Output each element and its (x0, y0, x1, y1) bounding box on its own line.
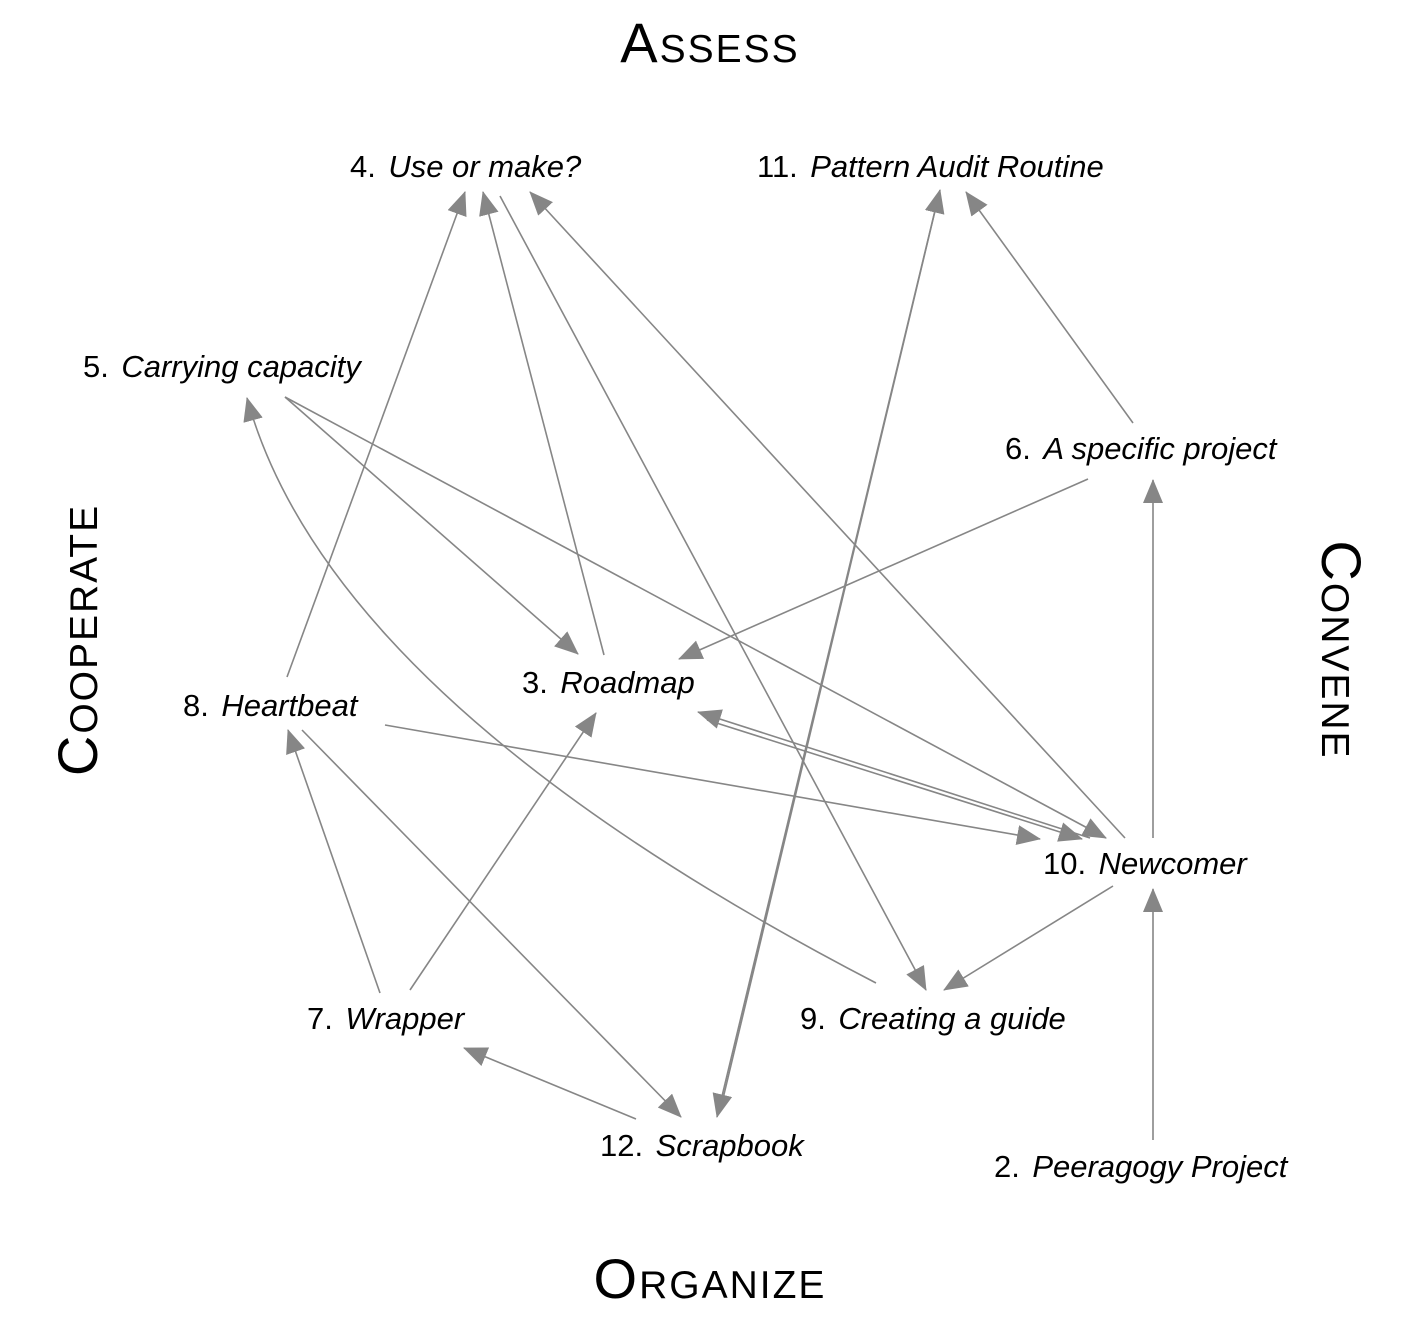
edge-arrow-n3-to-n4 (479, 191, 605, 656)
section-label-organize: Organize (594, 1247, 827, 1310)
node-use-or-make: 4. Use or make? (350, 149, 582, 184)
section-label-cooperate: Cooperate (46, 504, 109, 776)
node-newcomer: 10. Newcomer (1043, 846, 1248, 881)
node-label: Peeragogy Project (1032, 1149, 1288, 1184)
node-number: 12. (600, 1128, 643, 1163)
edge-arrow-n6-to-n11 (965, 191, 1134, 424)
node-label: Newcomer (1099, 846, 1249, 881)
node-label: Pattern Audit Routine (810, 149, 1104, 184)
edge-arrow-n7-to-n8 (286, 729, 381, 994)
node-label: Use or make? (388, 149, 582, 184)
node-number: 2. (994, 1149, 1020, 1184)
edge-arrow-n8-to-n12 (301, 729, 682, 1118)
section-label-assess: Assess (620, 11, 799, 74)
node-wrapper: 7. Wrapper (307, 1001, 466, 1036)
edge-arrow-n12-to-n7 (463, 1047, 637, 1120)
node-label: Scrapbook (656, 1128, 806, 1163)
node-label: Carrying capacity (121, 349, 363, 384)
node-number: 4. (350, 149, 376, 184)
edge-arrow-n3-to-n10 (706, 719, 1083, 842)
node-label: Creating a guide (838, 1001, 1066, 1036)
section-label-convene: Convene (1310, 540, 1373, 759)
node-number: 6. (1005, 431, 1031, 466)
edge-arrow-n9-to-n5 (243, 397, 877, 984)
node-carrying-capacity: 5. Carrying capacity (83, 349, 363, 384)
edge-arrow-n10-to-n9 (943, 885, 1114, 991)
edge-arrow-n10-to-n4 (529, 191, 1126, 839)
node-number: 3. (522, 665, 548, 700)
node-label: Heartbeat (221, 688, 359, 723)
edge-arrow-n6-to-n3 (678, 478, 1089, 660)
node-heartbeat: 8. Heartbeat (183, 688, 359, 723)
edge-arrow-n8-to-n4 (286, 191, 467, 678)
edge-arrow-n5-to-n3 (284, 396, 579, 655)
edge-arrow-n8-to-n10 (384, 724, 1041, 845)
edge-arrow-n11-to-n12 (712, 197, 939, 1118)
node-scrapbook: 12. Scrapbook (600, 1128, 805, 1163)
node-label: Roadmap (560, 665, 694, 700)
edge-arrow-n10-to-n3 (697, 709, 1091, 839)
node-peeragogy-project: 2. Peeragogy Project (994, 1149, 1289, 1184)
node-number: 11. (757, 149, 798, 184)
node-roadmap: 3. Roadmap (522, 665, 695, 700)
node-pattern-audit-routine: 11. Pattern Audit Routine (757, 149, 1104, 184)
node-label: Wrapper (345, 1001, 466, 1036)
node-label: A specific project (1041, 431, 1278, 466)
node-number: 10. (1043, 846, 1086, 881)
node-number: 7. (307, 1001, 333, 1036)
edge-arrow-n4-to-n9 (499, 195, 927, 991)
node-number: 5. (83, 349, 109, 384)
edges-layer (243, 189, 1163, 1140)
edge-arrow-n5-to-n10 (284, 396, 1107, 839)
node-number: 9. (800, 1001, 826, 1036)
node-number: 8. (183, 688, 209, 723)
edge-arrow-n7-to-n3 (409, 712, 597, 991)
node-creating-a-guide: 9. Creating a guide (800, 1001, 1066, 1036)
node-a-specific-project: 6. A specific project (1005, 431, 1278, 466)
